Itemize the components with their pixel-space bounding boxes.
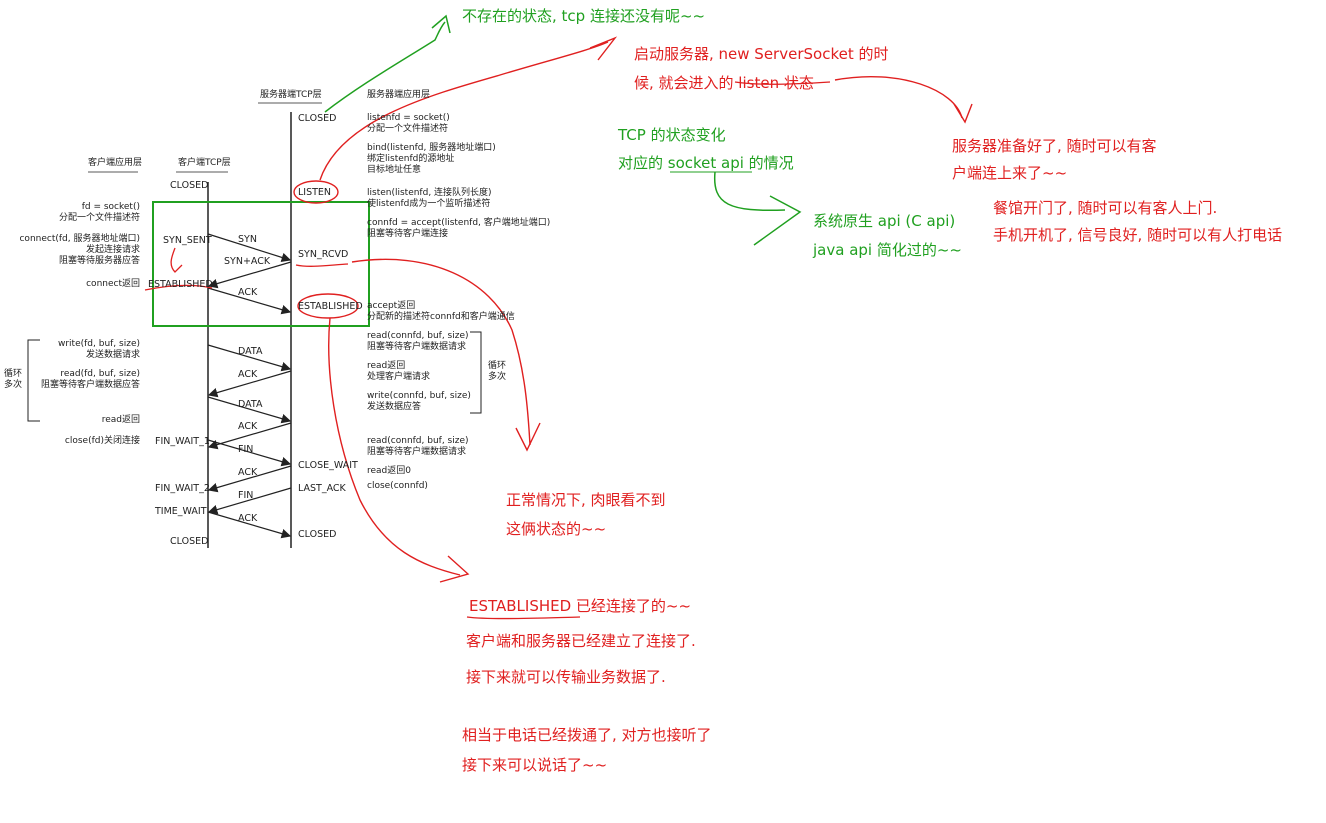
red-underline — [466, 616, 581, 620]
red-arrowhead — [589, 36, 618, 61]
client-connect-return: connect返回 — [86, 279, 140, 289]
client-state-fin-wait-2: FIN_WAIT_2 — [155, 483, 210, 494]
server-state-closed: CLOSED — [298, 529, 337, 540]
client-loop-label: 循环多次 — [4, 369, 23, 390]
msg-label: FIN — [238, 444, 254, 455]
red-underline — [295, 263, 349, 267]
syn-ack-arrow — [207, 261, 292, 289]
red-arrowhead — [439, 555, 470, 583]
annotation-start-server: 启动服务器, new ServerSocket 的时候, 就会进入的 liste… — [634, 45, 889, 92]
red-arrowhead — [953, 103, 973, 124]
ack-arrow — [207, 287, 292, 315]
annotation-native-api: 系统原生 api (C api)java api 简化过的~~ — [813, 212, 962, 259]
server-state-established: ESTABLISHED — [298, 301, 363, 312]
server-socket-call: listenfd = socket()分配一个文件描述符 — [367, 113, 450, 134]
client-loop-bracket — [27, 339, 40, 422]
client-read-return: read返回 — [101, 415, 140, 425]
client-state-closed: CLOSED — [170, 180, 209, 191]
annotation-established-line: 客户端和服务器已经建立了连接了. — [466, 632, 696, 650]
msg-label: ACK — [238, 513, 258, 524]
annotation-tcp-state-change: TCP 的状态变化对应的 socket api 的情况 — [618, 126, 794, 172]
server-listen-call: listen(listenfd, 连接队列长度)使listenfd成为一个监听描… — [367, 188, 492, 209]
listen-circle — [293, 180, 339, 204]
server-read-call-2: read(connfd, buf, size)阻塞等待客户端数据请求 — [367, 436, 469, 457]
client-state-closed: CLOSED — [170, 536, 209, 547]
annotation-established-line: 接下来就可以传输业务数据了. — [466, 668, 666, 686]
server-loop-label: 循环多次 — [488, 361, 507, 382]
msg-label: ACK — [238, 467, 258, 478]
msg-label: ACK — [238, 287, 258, 298]
msg-label: SYN — [238, 234, 257, 245]
red-arrow-invisible — [351, 258, 531, 446]
green-arrow — [713, 171, 786, 212]
msg-label: ACK — [238, 421, 258, 432]
server-write-call: write(connfd, buf, size)发送数据应答 — [367, 391, 471, 412]
server-state-listen: LISTEN — [298, 187, 332, 198]
msg-label: ACK — [238, 369, 258, 380]
client-state-established: ESTABLISHED — [148, 279, 213, 290]
server-accept-call: connfd = accept(listenfd, 客户端地址端口)阻塞等待客户… — [367, 218, 551, 239]
server-accept-return: accept返回分配新的描述符connfd和客户端通信 — [367, 301, 515, 322]
red-scribble-established — [144, 284, 213, 291]
server-bind-call: bind(listenfd, 服务器地址端口)绑定listenfd的源地址目标地… — [367, 143, 496, 175]
red-arrow-established — [328, 317, 461, 576]
server-read-return-0: read返回0 — [367, 466, 411, 476]
server-read-call: read(connfd, buf, size)阻塞等待客户端数据请求 — [367, 331, 469, 352]
server-close-call: close(connfd) — [367, 481, 428, 491]
server-state-syn-rcvd: SYN_RCVD — [298, 249, 349, 260]
red-arrowhead — [515, 422, 541, 452]
client-close-call: close(fd)关闭连接 — [64, 436, 140, 446]
green-arrowhead — [753, 195, 802, 246]
annotation-analogies: 餐馆开门了, 随时可以有客人上门.手机开机了, 信号良好, 随时可以有人打电话 — [993, 199, 1283, 244]
ack-arrow — [207, 465, 292, 493]
annotation-not-exist: 不存在的状态, tcp 连接还没有呢~~ — [462, 7, 706, 25]
client-read-call: read(fd, buf, size)阻塞等待客户端数据应答 — [40, 369, 140, 390]
handshake-highlight-box — [152, 201, 370, 327]
fin-arrow — [207, 439, 292, 467]
ack-arrow — [207, 370, 292, 398]
green-arrowhead — [431, 14, 451, 34]
established-circle — [297, 293, 359, 319]
green-arrow — [324, 21, 446, 113]
data-arrow — [207, 344, 292, 372]
server-app-header: 服务器端应用层 — [367, 90, 431, 100]
server-read-return: read返回处理客户端请求 — [367, 361, 431, 382]
msg-label: SYN+ACK — [224, 256, 271, 267]
server-tcp-header: 服务器端TCP层 — [260, 90, 322, 100]
fin-arrow — [207, 487, 292, 515]
client-state-time-wait: TIME_WAIT — [155, 506, 207, 517]
client-app-header: 客户端应用层 — [88, 158, 143, 168]
annotation-established-title: ESTABLISHED 已经连接了的~~ — [469, 597, 692, 615]
msg-label: FIN — [238, 490, 254, 501]
annotation-invisible: 正常情况下, 肉眼看不到这俩状态的~~ — [506, 491, 666, 538]
client-write-call: write(fd, buf, size)发送数据请求 — [57, 339, 140, 360]
red-scribble-syn-sent — [170, 247, 183, 273]
msg-label: DATA — [238, 399, 263, 410]
msg-label: DATA — [238, 346, 263, 357]
server-loop-bracket — [470, 331, 482, 414]
client-connect-call: connect(fd, 服务器地址端口)发起连接请求阻塞等待服务器应答 — [19, 234, 140, 266]
syn-arrow — [207, 233, 292, 263]
red-arrow-listen — [319, 41, 609, 181]
annotation-phone-analogy: 相当于电话已经拨通了, 对方也接听了接下来可以说话了~~ — [462, 726, 712, 774]
red-underline — [734, 81, 831, 85]
client-tcp-header: 客户端TCP层 — [178, 158, 231, 168]
server-state-closed: CLOSED — [298, 113, 337, 124]
ack-arrow — [207, 511, 292, 539]
annotation-server-ready: 服务器准备好了, 随时可以有客户端连上来了~~ — [952, 137, 1157, 182]
client-socket-call: fd = socket()分配一个文件描述符 — [58, 202, 140, 223]
client-state-fin-wait-1: FIN_WAIT_1 — [155, 436, 210, 447]
client-state-syn-sent: SYN_SENT — [163, 235, 212, 246]
server-state-close-wait: CLOSE_WAIT — [298, 460, 358, 471]
ack-arrow — [207, 422, 292, 450]
data-arrow — [207, 396, 292, 424]
server-state-last-ack: LAST_ACK — [298, 483, 346, 494]
